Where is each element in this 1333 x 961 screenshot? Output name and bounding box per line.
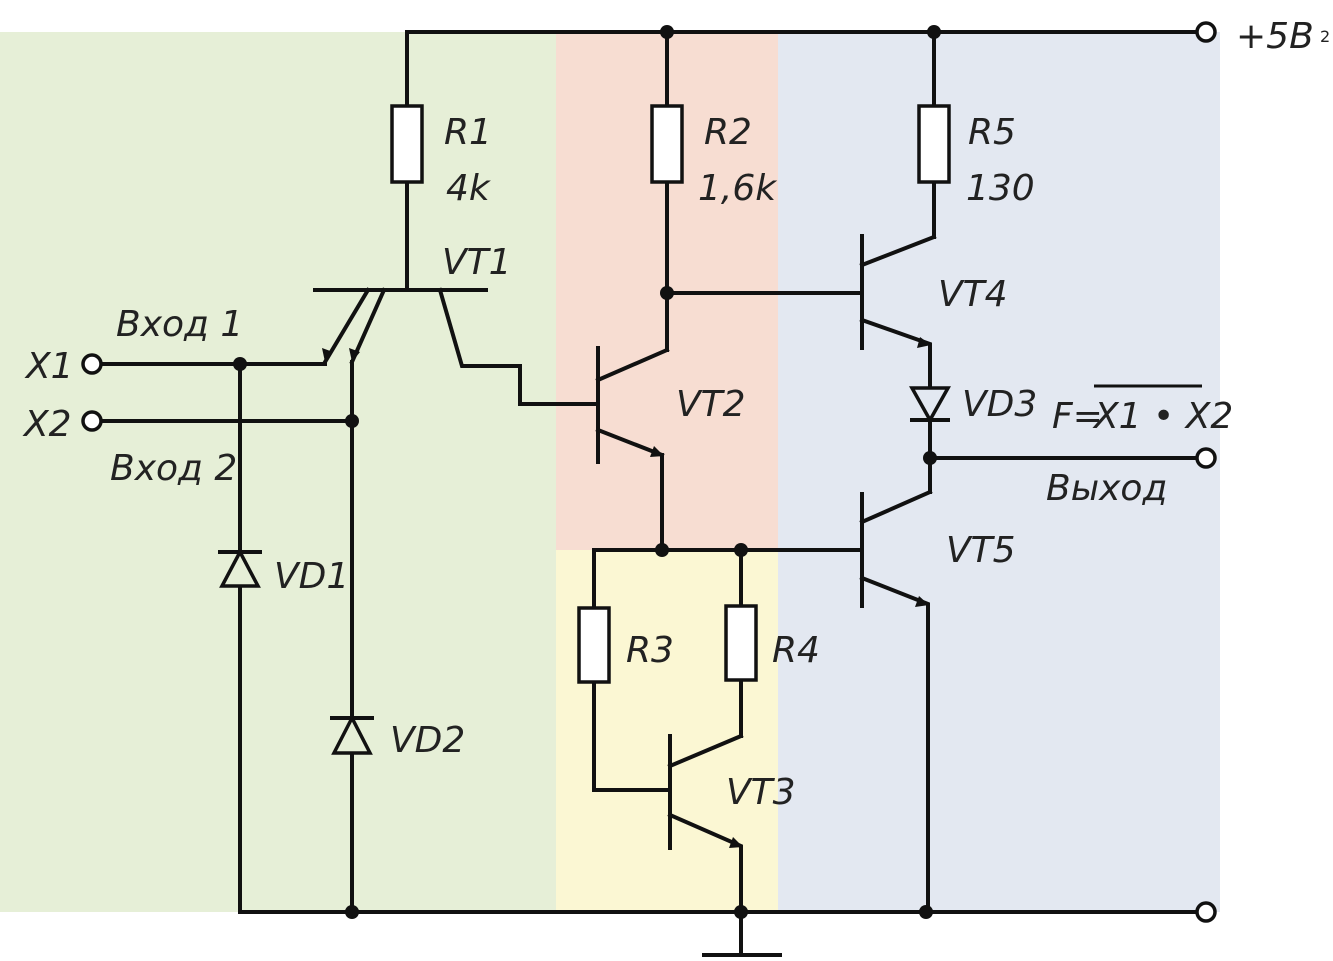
formula-rhs: X1 • X2 bbox=[1092, 396, 1233, 437]
output-terminal[interactable] bbox=[1195, 447, 1217, 469]
vt1-emitter-1 bbox=[322, 287, 371, 365]
junction-r4 bbox=[734, 543, 748, 557]
junction-r5-supply bbox=[927, 25, 941, 39]
vt4-collector bbox=[859, 234, 937, 268]
junction-vt5-ground bbox=[919, 905, 933, 919]
resistors bbox=[390, 104, 951, 684]
input-stage-zone bbox=[0, 32, 556, 912]
junction-output bbox=[923, 451, 937, 465]
x1-label: X1 bbox=[24, 346, 74, 387]
junction-x1 bbox=[233, 357, 247, 371]
x1-terminal[interactable] bbox=[81, 353, 103, 375]
r5-name-label: R5 bbox=[968, 112, 1016, 153]
r4-resistor bbox=[724, 604, 758, 682]
vt4-label: VT4 bbox=[938, 274, 1008, 315]
vt5-collector bbox=[859, 489, 933, 525]
vt3-collector bbox=[667, 733, 744, 769]
diodes bbox=[218, 386, 951, 755]
terminals bbox=[81, 21, 1217, 923]
r3-wire bbox=[592, 548, 672, 792]
vt2-collector bbox=[595, 347, 670, 383]
r2-value-label: 1,6k bbox=[698, 168, 778, 209]
junction-vt4-base bbox=[660, 286, 674, 300]
vt1-emitter-2-arrow bbox=[349, 348, 360, 362]
junction-vt3-ground bbox=[734, 905, 748, 919]
vd2-label: VD2 bbox=[390, 720, 465, 761]
r2-name-label: R2 bbox=[704, 112, 752, 153]
r5-resistor bbox=[917, 104, 951, 184]
r2-resistor bbox=[650, 104, 684, 184]
vt2-emitter-arrow bbox=[650, 446, 664, 457]
vd3-label: VD3 bbox=[962, 384, 1037, 425]
vt1-collector bbox=[437, 287, 600, 406]
vd2-diode bbox=[330, 714, 374, 755]
input1-label: Вход 1 bbox=[116, 304, 243, 345]
vt3-emitter-arrow bbox=[729, 837, 743, 848]
vd1-label: VD1 bbox=[274, 556, 349, 597]
vt1-emitter-1-arrow bbox=[322, 348, 333, 362]
r5-value-label: 130 bbox=[966, 168, 1035, 209]
junctions bbox=[233, 25, 941, 919]
vt1-label: VT1 bbox=[442, 242, 512, 283]
junction-r2-supply bbox=[660, 25, 674, 39]
input2-label: Вход 2 bbox=[110, 448, 237, 489]
r4-label: R4 bbox=[772, 630, 820, 671]
r1-value-label: 4k bbox=[446, 168, 492, 209]
formula-lhs: F= bbox=[1052, 396, 1103, 437]
r3-label: R3 bbox=[626, 630, 674, 671]
vt2-label: VT2 bbox=[676, 384, 746, 425]
labels: +5В 2 R1 4k R2 1,6k R5 130 VT1 VT2 VT3 V… bbox=[22, 16, 1330, 813]
vt5-emitter bbox=[859, 575, 930, 914]
junction-x2 bbox=[345, 414, 359, 428]
output-stage-zone bbox=[778, 32, 1220, 912]
vt1-emitter-2 bbox=[349, 287, 387, 365]
junction-vd2-ground bbox=[345, 905, 359, 919]
vt4-emitter-arrow bbox=[917, 337, 931, 348]
x2-terminal[interactable] bbox=[81, 410, 103, 432]
r1-resistor bbox=[390, 104, 424, 184]
vt2-emitter bbox=[595, 427, 665, 552]
vt5-emitter-arrow bbox=[915, 596, 929, 607]
ground-terminal[interactable] bbox=[1195, 901, 1217, 923]
vd3-diode bbox=[909, 386, 951, 424]
vt3-label: VT3 bbox=[726, 772, 796, 813]
x2-label: X2 bbox=[22, 404, 72, 445]
supply-terminal[interactable] bbox=[1195, 21, 1217, 43]
supply-label: +5В bbox=[1236, 16, 1314, 57]
arrows bbox=[322, 337, 931, 848]
r1-name-label: R1 bbox=[444, 112, 492, 153]
r3-resistor bbox=[577, 606, 611, 684]
junction-vt2-emitter bbox=[655, 543, 669, 557]
vt5-label: VT5 bbox=[946, 530, 1016, 571]
page-number: 2 bbox=[1320, 27, 1330, 46]
vd1-diode bbox=[218, 548, 262, 588]
output-label: Выход bbox=[1046, 468, 1167, 509]
